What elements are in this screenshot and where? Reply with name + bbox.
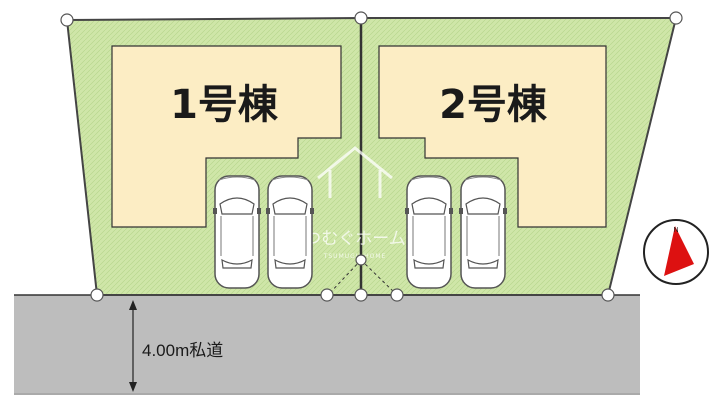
watermark-subtitle: TSUMUGU HOME (323, 253, 387, 260)
watermark-logo: つむぐホーム TSUMUGU HOME (304, 146, 406, 260)
private-road (14, 295, 640, 393)
boundary-marker (90, 288, 104, 302)
boundary-marker (355, 254, 367, 266)
car-lot1-right (265, 175, 315, 289)
building-1-footprint (111, 45, 342, 228)
boundary-marker (601, 288, 615, 302)
watermark-brand: つむぐホーム (304, 229, 406, 249)
boundary-marker (354, 288, 368, 302)
boundary-marker (320, 288, 334, 302)
compass-north-letter: N (673, 227, 678, 234)
road-width-label: 4.00m私道 (142, 341, 223, 360)
building-2-label: 2号棟 (439, 82, 548, 128)
car-lot1-left (212, 175, 262, 289)
building-1-label: 1号棟 (170, 82, 279, 128)
road-width-dimension (129, 300, 137, 392)
driveway-access-lines (327, 259, 398, 296)
boundary-marker (669, 11, 683, 25)
boundary-marker (60, 13, 74, 27)
car-lot2-left (404, 175, 454, 289)
building-2-footprint (378, 45, 607, 228)
boundary-marker (354, 11, 368, 25)
north-compass-icon: N (643, 219, 709, 285)
boundary-markers (60, 11, 683, 302)
car-lot2-right (458, 175, 508, 289)
boundary-marker (390, 288, 404, 302)
